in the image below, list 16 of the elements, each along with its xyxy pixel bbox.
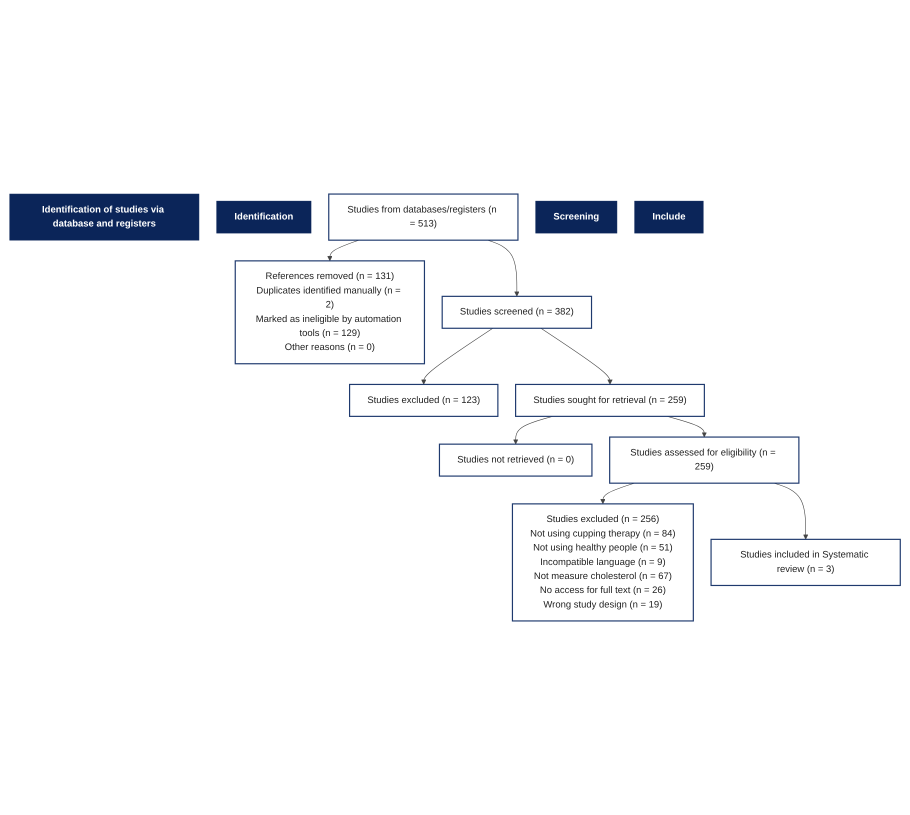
node-box: Studies assessed for eligibility (n = 259) — [609, 436, 800, 484]
node-box: Studies screened (n = 382) — [442, 296, 592, 329]
node-box: Studies sought for retrieval (n = 259) — [515, 384, 705, 417]
arrow — [421, 328, 494, 385]
node-box: Include — [634, 200, 704, 234]
node-box: Studies excluded (n = 123) — [349, 384, 498, 417]
arrow — [540, 328, 613, 385]
node-box: Screening — [535, 200, 618, 234]
arrow — [488, 240, 520, 297]
node-box: Studies included in Systematic review (n = 3) — [710, 538, 901, 586]
node-box: Studies excluded (n = 256) Not using cupping therapy (n = 84) Not using healthy people (n = 51) Incompatible language (n = 9) Not measure cholesterol (n = 67) No access for full text (n = 26) Wrong study design (n = 19) — [512, 503, 694, 622]
node-box: Studies from databases/registers (n = 513) — [328, 193, 519, 241]
node-box: Identification of studies via database and registers — [9, 194, 200, 240]
node-box: Identification — [216, 200, 312, 234]
node-box: References removed (n = 131) Duplicates identified manually (n = 2) Marked as ineligible by automation tools (n = 129) Other reasons (n = 0) — [234, 260, 426, 364]
node-box: Studies not retrieved (n = 0) — [438, 444, 593, 477]
